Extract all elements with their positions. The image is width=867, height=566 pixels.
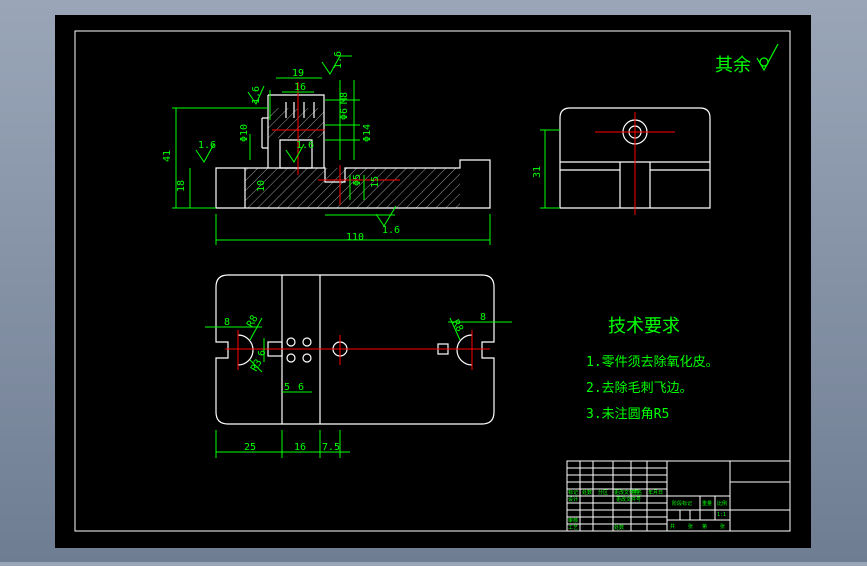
technical-requirements: 技术要求 1.零件须去除氧化皮。 2.去除毛刺飞边。 3.未注圆角R5 bbox=[586, 316, 719, 422]
top-view: 8 R8 R3 6 R8 8 5 6 25 16 7.5 bbox=[205, 274, 512, 458]
section-hatch-upper bbox=[268, 108, 324, 138]
title-mid-label-zone: 分区 bbox=[598, 489, 608, 496]
dim-roughness-left: 1.6 bbox=[198, 140, 216, 151]
title-mid-label-standard: 更改文件号 bbox=[616, 496, 641, 503]
dim-depth-15: 15 bbox=[370, 176, 381, 188]
dim-top-bottom-25: 25 bbox=[244, 442, 256, 453]
side-view: 31 bbox=[532, 107, 711, 215]
drawing-frame bbox=[74, 30, 791, 532]
roughness-other-label: 其余 bbox=[715, 55, 751, 76]
title-stage-label: 阶段标记 bbox=[672, 500, 692, 507]
dim-top-left-6: 6 bbox=[257, 350, 268, 356]
top-centerlines bbox=[225, 330, 490, 370]
dim-top-spacing-5: 5 bbox=[284, 382, 290, 393]
title-row-label-mark: 标记 bbox=[568, 489, 578, 496]
roughness-check-icon bbox=[756, 43, 779, 72]
dim-top-spacing-6: 6 bbox=[298, 382, 304, 393]
front-centerlines bbox=[272, 82, 400, 205]
front-view: 19 16 1.6 1.6 1.6 1.6 1.6 M8 Φ6 Φ10 Φ14 … bbox=[162, 51, 491, 245]
front-roughness-symbols bbox=[195, 55, 397, 227]
dim-roughness-hole: 1.6 bbox=[296, 140, 314, 151]
title-sheet-no-label: 第 bbox=[702, 523, 707, 530]
dim-dia-14: Φ14 bbox=[362, 124, 373, 142]
dim-width-16: 16 bbox=[294, 82, 306, 93]
dim-length-110: 110 bbox=[346, 232, 364, 243]
title-mid-label-change: 更改文件号 bbox=[614, 489, 639, 496]
dim-width-19: 19 bbox=[292, 68, 304, 79]
title-sheet-total-unit: 张 bbox=[688, 523, 693, 530]
dim-inner-10: 10 bbox=[256, 180, 267, 192]
title-mid-label-date: 年月日 bbox=[648, 489, 663, 496]
front-outline bbox=[215, 94, 491, 209]
dim-top-bottom-16: 16 bbox=[294, 442, 306, 453]
dim-dia-10: Φ10 bbox=[239, 124, 250, 142]
dim-roughness-bottom: 1.6 bbox=[382, 225, 400, 236]
dim-top-left-8: 8 bbox=[224, 317, 230, 328]
title-block: 标记 设计 审核 工艺 处数 分区 更改文件号 签名 年月日 更改文件号 处数 … bbox=[566, 460, 791, 532]
tech-req-title: 技术要求 bbox=[608, 316, 680, 337]
title-mid-label-sign: 签名 bbox=[632, 489, 642, 496]
title-sheet-total-label: 共 bbox=[670, 523, 675, 530]
title-mid-label-approve: 处数 bbox=[614, 524, 624, 531]
dim-height-31: 31 bbox=[532, 166, 543, 178]
front-dimension-lines bbox=[172, 77, 491, 245]
dim-dia-6: Φ6 bbox=[339, 108, 350, 120]
dim-roughness-left-top: 1.6 bbox=[251, 86, 262, 104]
dim-height-41: 41 bbox=[162, 150, 173, 162]
title-weight-label: 重量 bbox=[702, 500, 712, 507]
dim-dia-5: Φ5 bbox=[352, 174, 363, 186]
side-centerlines bbox=[595, 112, 675, 215]
title-block-grid bbox=[566, 460, 791, 532]
title-row-label-design: 设计 bbox=[568, 496, 578, 503]
side-dimension-lines bbox=[540, 129, 560, 209]
tech-req-item-1: 1.零件须去除氧化皮。 bbox=[586, 355, 719, 370]
dim-top-left-r8: R8 bbox=[245, 314, 261, 330]
section-hatch bbox=[245, 168, 460, 208]
dim-top-bottom-7-5: 7.5 bbox=[322, 442, 340, 453]
dim-height-18: 18 bbox=[176, 180, 187, 192]
title-row-label-process: 工艺 bbox=[568, 525, 578, 531]
dim-top-right-8: 8 bbox=[480, 312, 486, 323]
title-scale-label: 比例 bbox=[717, 500, 727, 507]
dim-roughness-top: 1.6 bbox=[333, 51, 344, 69]
drawing-sheet bbox=[55, 15, 811, 548]
dim-top-left-r3: R3 bbox=[249, 358, 265, 374]
tech-req-item-2: 2.去除毛刺飞边。 bbox=[586, 381, 693, 396]
dim-dia-m8: M8 bbox=[339, 92, 350, 104]
title-row-label-review: 审核 bbox=[568, 517, 578, 524]
top-dimension-lines bbox=[205, 317, 512, 458]
title-sheet-no-unit: 张 bbox=[720, 523, 725, 530]
tech-req-item-3: 3.未注圆角R5 bbox=[586, 407, 669, 422]
title-mid-label-count: 处数 bbox=[582, 489, 592, 496]
title-scale-value: 1:1 bbox=[717, 512, 726, 518]
dim-top-right-r8: R8 bbox=[449, 318, 465, 334]
